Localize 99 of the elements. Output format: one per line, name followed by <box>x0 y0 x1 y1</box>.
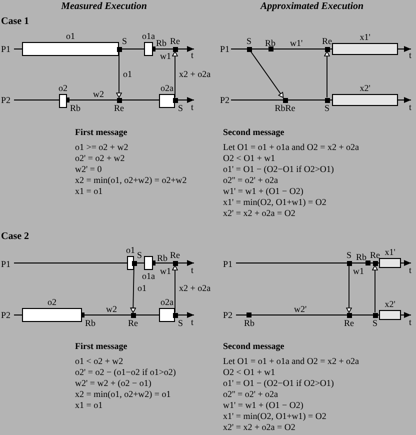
formula: x2 = min(o1, o2+w2) = o1 <box>75 389 171 399</box>
formula: o1' = O1 − (O2−O1 if O2>O1) <box>223 378 334 388</box>
event-label: Rb <box>356 252 367 262</box>
interval-label: w2 <box>93 89 104 99</box>
box-label: x2' <box>384 299 396 309</box>
formula: Let O1 = o1 + o1a and O2 = x2 + o2a <box>223 142 360 152</box>
formula: w1' = w1 + (O1 − O2) <box>223 400 304 410</box>
event-label: S <box>137 250 142 260</box>
box-label: o2a <box>160 297 174 307</box>
event-label: S <box>324 103 330 113</box>
formula: x1' = min(O2, O1+w1) = O2 <box>223 411 326 421</box>
box-label: o2 <box>48 297 56 307</box>
event-label: Re <box>170 36 180 46</box>
message-heading: First message <box>75 341 128 351</box>
time-label: t <box>409 50 412 60</box>
formula: O2 < O1 + w1 <box>223 153 276 163</box>
event-label: Re <box>114 103 124 113</box>
formula: x1' = min(O2, O1+w1) = O2 <box>223 197 326 207</box>
process-label: P2 <box>223 310 233 320</box>
time-label: t <box>409 102 412 112</box>
formula: x2' = x2 + o2a = O2 <box>223 422 296 432</box>
box-label: o1a <box>142 31 155 41</box>
formula: O2 < O1 + w1 <box>223 367 276 377</box>
box-label: o1 <box>66 31 75 41</box>
formula: o2'' = o2' + o2a <box>223 389 278 399</box>
edge-label: o1 <box>123 68 132 78</box>
event-label: Re <box>128 318 138 328</box>
edge-label: x2 + o2a <box>179 68 211 78</box>
formula: x1 = o1 <box>75 400 103 410</box>
message-arrow <box>250 51 284 98</box>
event-label: Rb <box>157 253 168 263</box>
time-label: t <box>191 102 194 112</box>
interval-label: w1 <box>160 51 171 61</box>
time-label: t <box>409 265 412 275</box>
message-arrow <box>324 51 330 98</box>
case-heading: Case 2 <box>1 232 30 242</box>
box-label: x1' <box>384 247 396 257</box>
formula: o1' = O1 − (O2−O1 if O2>O1) <box>223 164 334 174</box>
event-label: Re <box>170 250 180 260</box>
time-label: t <box>191 317 194 327</box>
event-label: S <box>372 318 378 328</box>
event-label: S <box>246 36 252 46</box>
box-label: x2' <box>360 83 370 93</box>
time-label: t <box>191 50 194 60</box>
process-label: P2 <box>1 310 11 320</box>
formula: o1 < o2 + w2 <box>75 356 124 366</box>
event-label: Re <box>322 36 332 46</box>
event-label: S <box>122 36 128 46</box>
message-arrow <box>130 265 136 313</box>
case-heading: Case 1 <box>1 17 30 27</box>
formula: o2' = o2 − (o1−o2 if o1>o2) <box>75 367 176 377</box>
interval-label: w2 <box>106 304 117 314</box>
message-arrow <box>372 265 378 313</box>
formula: x2' = x2 + o2a = O2 <box>223 208 296 218</box>
process-label: P1 <box>223 259 233 269</box>
message-heading: Second message <box>223 341 284 351</box>
process-label: P1 <box>220 44 230 54</box>
box-label: o1a <box>142 271 155 281</box>
event-label: Rb <box>244 318 255 328</box>
event-label: Re <box>370 250 380 260</box>
box-label: o2 <box>58 83 68 93</box>
formula: x2 = min(o1, o2+w2) = o2+w2 <box>75 175 187 185</box>
event-label: S <box>178 318 184 328</box>
column-heading: Measured Execution <box>61 2 147 12</box>
process-label: P1 <box>1 259 11 269</box>
formula: o2' = o2 + w2 <box>75 153 125 163</box>
formula: o1 >= o2 + w2 <box>75 142 128 152</box>
box-label: x1' <box>360 32 370 42</box>
formula: w2' = w2 + (o2 − o1) <box>75 378 152 388</box>
event-label: RbRe <box>274 103 296 113</box>
event-label: Rb <box>156 38 167 48</box>
box-label: o1 <box>126 245 135 255</box>
time-label: t <box>409 317 412 327</box>
event-label: S <box>178 103 184 113</box>
edge-label: o1 <box>138 283 146 293</box>
event-label: S <box>346 250 352 260</box>
event-label: Re <box>344 318 354 328</box>
interval-label: w1 <box>353 266 364 276</box>
message-heading: Second message <box>223 127 284 137</box>
message-arrow <box>346 265 352 313</box>
box-label: o2a <box>160 83 174 93</box>
formula: o2'' = o2' + o2a <box>223 175 278 185</box>
formula: x1 = o1 <box>75 186 103 196</box>
process-label: P1 <box>1 44 11 54</box>
interval-label: w1 <box>160 266 171 276</box>
message-heading: First message <box>75 127 128 137</box>
formula: Let O1 = o1 + o1a and O2 = x2 + o2a <box>223 356 360 366</box>
event-label: Rb <box>85 318 96 328</box>
process-label: P2 <box>220 95 230 105</box>
edge-label: x2 + o2a <box>179 283 211 293</box>
interval-label: w1' <box>290 38 303 48</box>
formula: w2' = 0 <box>75 164 102 174</box>
interval-label: w2' <box>294 304 307 314</box>
event-label: Rb <box>265 38 276 48</box>
formula: w1' = w1 + (O1 − O2) <box>223 186 304 196</box>
process-label: P2 <box>1 95 11 105</box>
time-label: t <box>191 265 194 275</box>
event-label: Rb <box>70 103 81 113</box>
column-heading: Approximated Execution <box>260 2 364 12</box>
